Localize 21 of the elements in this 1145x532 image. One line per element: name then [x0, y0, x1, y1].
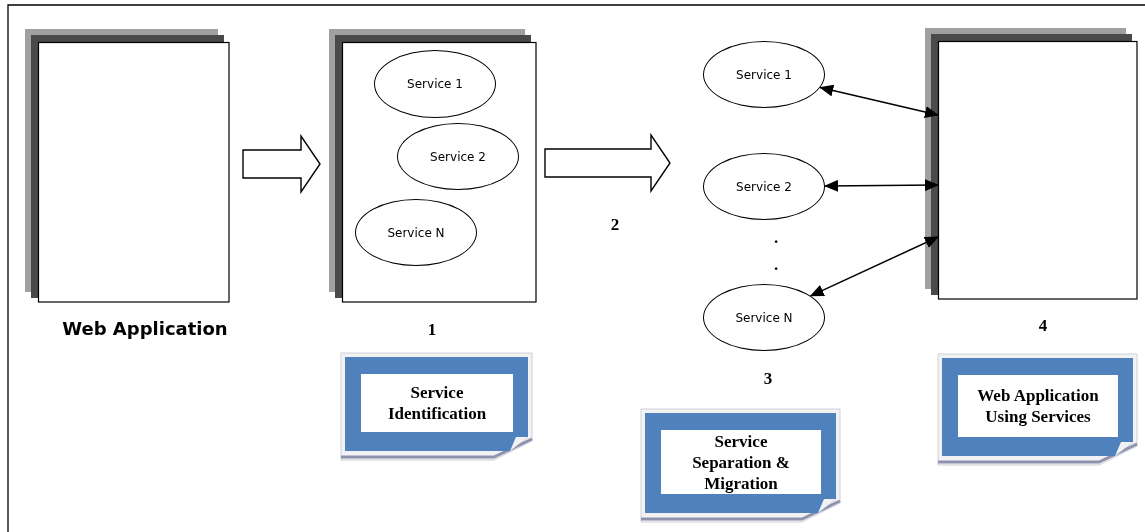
ellipsis-dot: . [772, 228, 780, 248]
service-label: Service N [735, 310, 793, 325]
block-arrow [544, 132, 671, 194]
double-arrow [819, 84, 939, 118]
ellipsis-dot: . [772, 255, 780, 275]
block-arrow [242, 133, 321, 195]
double-arrow [824, 179, 939, 192]
double-arrow [809, 236, 939, 297]
service-label: Service 2 [736, 179, 792, 194]
service-label: Service N [387, 225, 445, 240]
step-number: 2 [609, 215, 621, 235]
card-text: Service Identification [386, 382, 488, 425]
service-label: Service 1 [407, 77, 463, 91]
card-text: Web Application Using Services [976, 385, 1100, 428]
step-number: 4 [1037, 316, 1049, 336]
service-label: Service 1 [736, 67, 792, 82]
card-text: Service Separation & Migration [691, 431, 791, 493]
service-label: Service 2 [430, 149, 486, 164]
step-number: 1 [426, 320, 438, 340]
step-number: 3 [762, 369, 774, 389]
document-caption: Web Application [61, 318, 229, 339]
